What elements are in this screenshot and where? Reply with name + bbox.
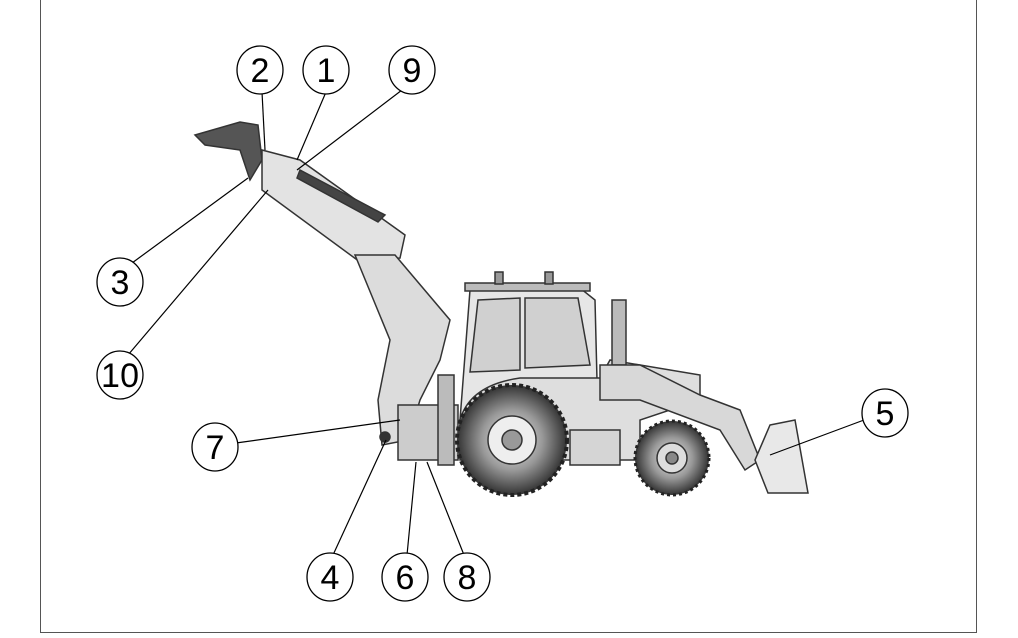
callout-circle bbox=[861, 388, 909, 438]
leader-lines bbox=[127, 89, 865, 556]
callout-6: 6 bbox=[381, 552, 429, 602]
callout-number: 10 bbox=[101, 357, 139, 395]
callout-number: 6 bbox=[396, 559, 415, 597]
callout-circle bbox=[96, 350, 144, 400]
callout-circle bbox=[443, 552, 491, 602]
callout-4: 4 bbox=[306, 552, 354, 602]
callout-circle bbox=[96, 257, 144, 307]
callout-number: 5 bbox=[876, 395, 895, 433]
callout-circle bbox=[306, 552, 354, 602]
callout-5: 5 bbox=[861, 388, 909, 438]
callout-10: 10 bbox=[96, 350, 144, 400]
callout-7: 7 bbox=[191, 422, 239, 472]
callout-1: 1 bbox=[302, 45, 350, 95]
front-wheel bbox=[633, 419, 711, 497]
callout-8: 8 bbox=[443, 552, 491, 602]
loader-bucket bbox=[754, 419, 809, 494]
callout-circle bbox=[191, 422, 239, 472]
loader-arm bbox=[599, 364, 761, 472]
callout-number: 3 bbox=[111, 264, 130, 302]
diagram-frame bbox=[40, 0, 977, 633]
dipper-stick bbox=[261, 149, 406, 263]
callout-circle bbox=[302, 45, 350, 95]
callout-9: 9 bbox=[388, 45, 436, 95]
callout-number: 4 bbox=[321, 559, 340, 597]
callout-circle bbox=[381, 552, 429, 602]
callout-number: 9 bbox=[403, 52, 422, 90]
callout-circle bbox=[388, 45, 436, 95]
callout-number: 7 bbox=[206, 429, 225, 467]
callout-2: 2 bbox=[236, 45, 284, 95]
rear-wheel bbox=[455, 383, 569, 497]
backhoe-bucket bbox=[193, 121, 263, 182]
callout-circle bbox=[236, 45, 284, 95]
callout-number: 2 bbox=[251, 52, 270, 90]
callout-number: 1 bbox=[317, 52, 336, 90]
callout-3: 3 bbox=[96, 257, 144, 307]
callout-number: 8 bbox=[458, 559, 477, 597]
